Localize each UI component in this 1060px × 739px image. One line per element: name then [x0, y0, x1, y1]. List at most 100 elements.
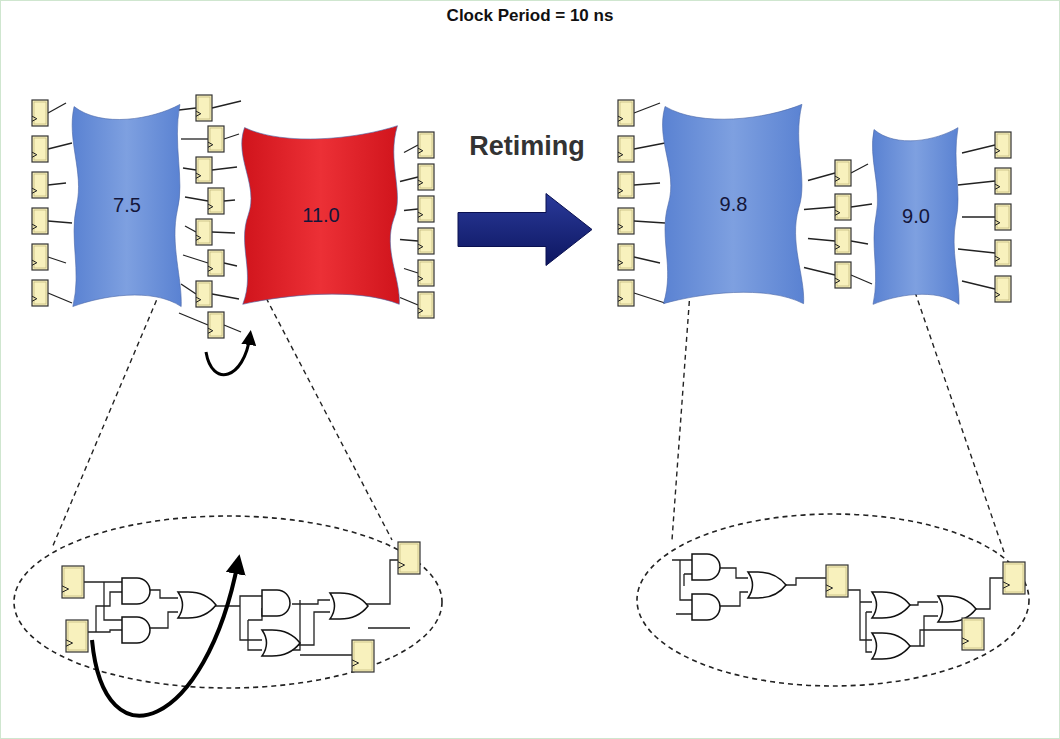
- diagram-title: Clock Period = 10 ns: [0, 6, 1060, 26]
- flip-flop: [618, 244, 634, 270]
- flip-flop: [32, 208, 48, 234]
- wire: [404, 269, 418, 274]
- wire: [720, 568, 748, 606]
- flip-flop: [32, 280, 48, 306]
- and-gate: [692, 554, 720, 580]
- wire: [181, 138, 208, 139]
- flip-flop: [995, 132, 1011, 158]
- gate-circuit: [672, 554, 1025, 659]
- wire: [962, 216, 995, 217]
- zoom-leader: [672, 292, 690, 540]
- logic-cloud: 7.5: [64, 98, 190, 313]
- wire: [634, 257, 660, 263]
- wire: [183, 168, 196, 170]
- wire: [808, 239, 835, 242]
- wire: [962, 145, 995, 153]
- wire: [224, 200, 235, 201]
- flip-flop: [835, 228, 851, 254]
- wire: [634, 103, 660, 113]
- wire: [212, 232, 235, 233]
- wire: [84, 582, 122, 620]
- wire: [958, 181, 995, 185]
- cloud-fill: [872, 128, 959, 305]
- wire: [634, 183, 660, 185]
- wire: [183, 255, 208, 263]
- flip-flop: [618, 280, 634, 306]
- wire: [48, 103, 66, 113]
- flip-flop: [32, 100, 48, 126]
- flip-flop: [208, 250, 224, 276]
- cloud-fill: [663, 104, 804, 303]
- flip-flop: [618, 100, 634, 126]
- flip-flop: [418, 260, 434, 286]
- wire: [48, 221, 72, 223]
- delay-value: 9.8: [720, 193, 748, 216]
- wire: [672, 560, 692, 614]
- and-gate: [122, 578, 150, 604]
- transform-arrow: [458, 194, 592, 266]
- wire: [185, 226, 196, 232]
- flip-flop: [835, 194, 851, 220]
- edge-label: Retiming: [469, 131, 585, 162]
- wire: [804, 207, 835, 210]
- wire: [634, 221, 665, 223]
- logic-cloud: 9.8: [652, 98, 815, 310]
- flip-flop: [618, 208, 634, 234]
- flip-flop: [196, 281, 212, 307]
- wire: [634, 143, 665, 149]
- wire: [48, 293, 72, 303]
- flip-flop: [835, 262, 851, 288]
- wire: [851, 164, 868, 173]
- wire: [224, 134, 239, 139]
- wire: [851, 241, 868, 244]
- move-arrow: [92, 562, 238, 716]
- flip-flop: [418, 196, 434, 222]
- flip-flop: [995, 240, 1011, 266]
- flip-flop: [995, 276, 1011, 302]
- or-gate: [748, 572, 786, 598]
- wire: [404, 209, 418, 211]
- wire: [48, 257, 66, 263]
- wire: [292, 600, 330, 645]
- logic-cloud: 11.0: [230, 120, 412, 310]
- wire: [224, 325, 241, 332]
- wire: [181, 284, 196, 294]
- flip-flop: [418, 292, 434, 318]
- wire: [248, 608, 262, 650]
- flip-flop: [835, 160, 851, 186]
- wire: [400, 240, 418, 242]
- flip-flop: [62, 566, 84, 598]
- or-gate: [872, 592, 910, 618]
- flip-flop: [208, 312, 224, 338]
- wire: [808, 173, 835, 181]
- and-gate: [262, 590, 290, 616]
- wire: [212, 101, 241, 108]
- wire: [634, 293, 665, 303]
- zoom-view: [14, 290, 1029, 688]
- zoom-ellipse: [637, 514, 1029, 686]
- delay-value: 11.0: [302, 204, 339, 227]
- wire: [848, 590, 872, 652]
- gate-circuit: [62, 542, 420, 672]
- wire: [48, 143, 72, 149]
- wire: [851, 275, 872, 284]
- flip-flop: [208, 126, 224, 152]
- flip-flop: [995, 204, 1011, 230]
- flip-flop: [196, 157, 212, 183]
- wire: [88, 592, 122, 632]
- flip-flop: [618, 136, 634, 162]
- wire: [400, 298, 418, 306]
- wire: [224, 263, 237, 266]
- move-arrow: [206, 336, 250, 375]
- wire: [48, 183, 66, 185]
- zoom-leader: [915, 292, 1004, 552]
- flip-flop: [32, 136, 48, 162]
- wire: [404, 145, 418, 153]
- wire: [400, 177, 418, 182]
- wire: [804, 268, 835, 276]
- flip-flop: [196, 95, 212, 121]
- and-gate: [692, 594, 720, 620]
